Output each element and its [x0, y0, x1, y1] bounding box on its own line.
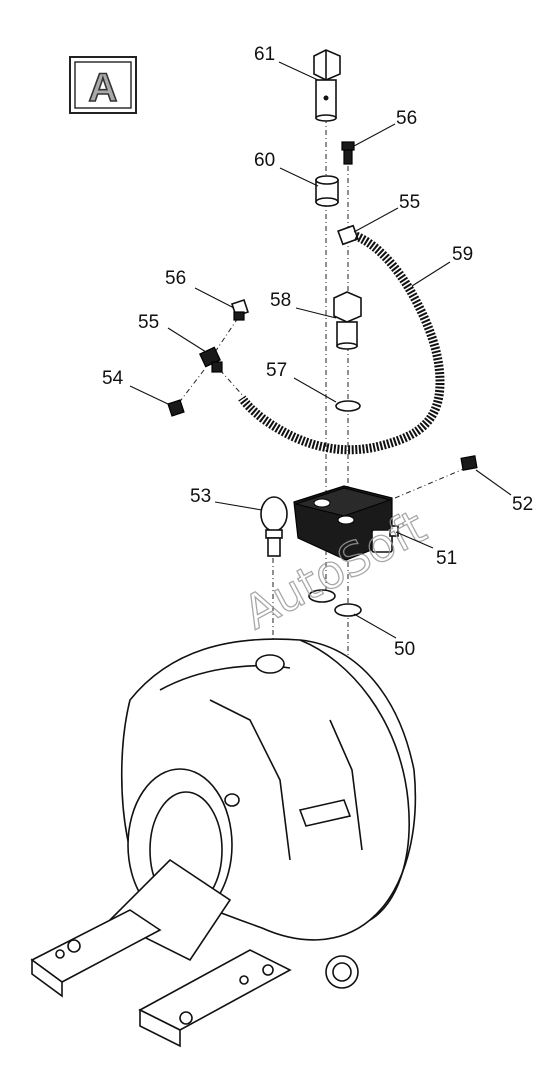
callout-52: 52	[512, 494, 533, 515]
callout-55-left: 55	[138, 312, 159, 333]
callout-56-top: 56	[396, 108, 417, 129]
plug-part	[460, 455, 478, 471]
eye-bolt-part	[260, 496, 288, 557]
callout-50: 50	[394, 639, 415, 660]
callout-59: 59	[452, 244, 473, 265]
banjo-bolt-part	[313, 49, 341, 122]
left-fittings	[167, 298, 250, 417]
fitting-top-part	[337, 224, 359, 246]
callout-53: 53	[190, 486, 211, 507]
valve-block-part	[293, 485, 399, 561]
callout-61: 61	[254, 44, 275, 65]
callout-56-left: 56	[165, 268, 186, 289]
hollow-bolt-part	[333, 291, 362, 350]
callout-51: 51	[436, 548, 457, 569]
leader-lines	[129, 61, 512, 639]
callout-54: 54	[102, 368, 124, 389]
seal-rings-part	[308, 589, 362, 617]
view-badge-letter: A	[89, 66, 118, 110]
callout-55-top: 55	[399, 192, 420, 213]
callout-58: 58	[270, 290, 291, 311]
view-badge: A	[69, 56, 137, 114]
callout-57: 57	[266, 360, 287, 381]
screw-top-part	[341, 141, 355, 165]
ring-seal-57-part	[335, 400, 361, 412]
coiled-hose-part	[238, 231, 445, 455]
bushing-part	[315, 175, 339, 207]
callout-labels: 61 56 60 55 59 56 58 55 57 54 53 52 51 5…	[102, 44, 533, 660]
transmission-housing-part	[30, 638, 417, 1048]
callout-60: 60	[254, 150, 275, 171]
